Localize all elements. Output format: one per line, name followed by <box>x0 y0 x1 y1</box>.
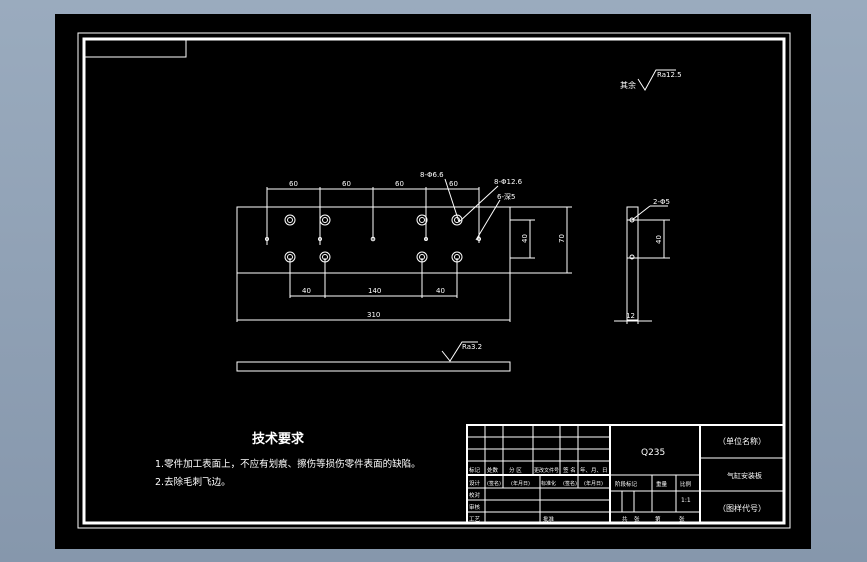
tb-date: 年、月、日 <box>580 466 608 474</box>
dim-vertical-outer: 70 <box>558 234 566 243</box>
dim-top-1: 60 <box>289 180 298 188</box>
scale-value: 1:1 <box>681 497 691 504</box>
roughness-surface-icon <box>441 341 478 362</box>
side-dim-thickness: 12 <box>626 312 635 320</box>
callout-depth: 6-深5 <box>497 192 515 201</box>
callout-holes-b: 8-Φ12.6 <box>494 178 523 186</box>
dim-top-2: 60 <box>342 180 351 188</box>
side-dim-height: 40 <box>655 235 663 244</box>
tb-sign2: (签名) <box>563 480 577 487</box>
side-callout: 2-Φ5 <box>653 198 670 206</box>
side-view <box>614 205 670 324</box>
dim-bottom-3: 40 <box>436 287 445 295</box>
tb-date1: (年月日) <box>511 480 530 487</box>
notes-title: 技术要求 <box>252 431 305 447</box>
note-item-2: 2.去除毛刺飞边。 <box>155 476 231 488</box>
bottom-view <box>236 361 511 372</box>
tb-sheets-total: 共 <box>622 515 628 523</box>
dim-bottom-1: 40 <box>302 287 311 295</box>
tb-standardize: 标准化 <box>541 480 556 487</box>
tb-sheet-no: 第 <box>655 515 661 523</box>
inner-frame <box>82 37 786 525</box>
corner-box <box>83 38 187 58</box>
tb-sheet-unit: 张 <box>679 515 685 523</box>
roughness-symbol-icon <box>637 69 676 91</box>
tb-review: 审核 <box>469 503 481 511</box>
tb-signature: 签 名 <box>563 466 576 474</box>
tb-date2: (年月日) <box>584 480 603 487</box>
dim-overall: 310 <box>367 311 380 319</box>
front-view <box>236 178 572 322</box>
tb-zone: 分 区 <box>509 466 522 474</box>
tb-approve: 批准 <box>543 515 555 523</box>
company-label: （单位名称） <box>718 436 766 446</box>
side-outline <box>626 206 639 321</box>
tb-design: 设计 <box>469 479 481 487</box>
roughness-surface: Ra3.2 <box>462 343 482 351</box>
tb-check: 校对 <box>469 491 481 499</box>
tb-ratio: 比例 <box>680 480 692 488</box>
dim-top-3: 60 <box>395 180 404 188</box>
drawing-number: （图样代号） <box>718 503 766 513</box>
tb-count: 处数 <box>487 466 499 474</box>
tb-sign1: (签名) <box>487 480 501 487</box>
roughness-prefix: 其余 <box>620 80 636 90</box>
callout-holes-a: 8-Φ6.6 <box>420 171 444 179</box>
drawing-sheet <box>55 14 811 549</box>
tb-weight: 重量 <box>656 480 668 488</box>
outer-frame <box>77 32 791 529</box>
tb-mark: 标记 <box>469 466 481 474</box>
tb-stage-mark: 阶段标记 <box>615 480 638 488</box>
tb-craft: 工艺 <box>469 516 481 523</box>
tb-sheets: 张 <box>634 515 640 523</box>
title-block <box>466 424 785 524</box>
roughness-global: Ra12.5 <box>657 71 682 79</box>
dim-vertical-inner: 40 <box>521 234 529 243</box>
material-label: Q235 <box>641 448 665 458</box>
tb-change-doc: 更改文件号 <box>534 467 559 474</box>
note-item-1: 1.零件加工表面上，不应有划痕、擦伤等损伤零件表面的缺陷。 <box>155 458 421 470</box>
dim-top-4: 60 <box>449 180 458 188</box>
part-name: 气缸安装板 <box>727 471 762 480</box>
dim-bottom-2: 140 <box>368 287 381 295</box>
